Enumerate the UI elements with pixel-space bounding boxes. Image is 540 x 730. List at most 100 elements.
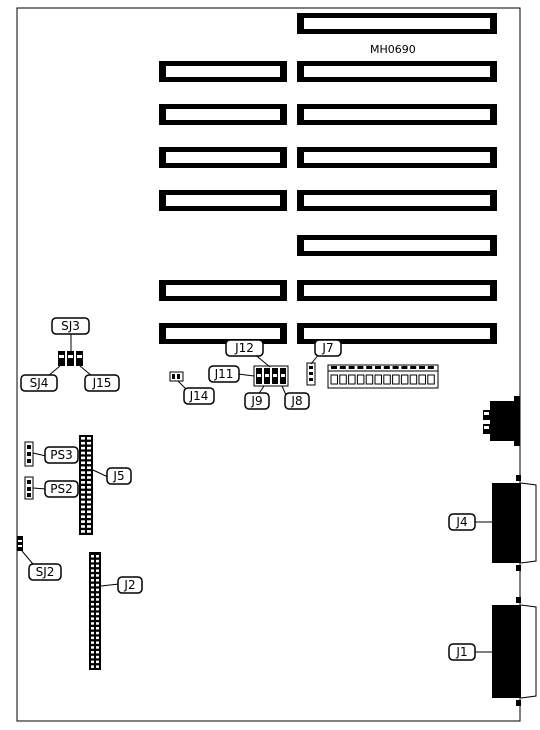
pin — [87, 441, 91, 445]
expansion-slots-left — [159, 61, 287, 344]
pin — [91, 627, 94, 630]
pin — [91, 555, 94, 558]
pin — [91, 617, 94, 620]
svg-text:PS3: PS3 — [50, 448, 73, 462]
pin — [81, 456, 85, 460]
pin — [87, 456, 91, 460]
pin — [81, 441, 85, 445]
pin — [96, 603, 99, 606]
svg-text:J9: J9 — [250, 394, 262, 408]
pin — [96, 579, 99, 582]
pin — [87, 461, 91, 465]
pin — [81, 490, 85, 494]
callout-j1: J1 — [448, 643, 476, 661]
pin — [91, 622, 94, 625]
jumper-sj2-block — [17, 536, 23, 551]
pin — [87, 471, 91, 474]
pin — [81, 510, 85, 514]
expansion-slot — [297, 280, 497, 301]
pin — [348, 366, 355, 369]
pin — [91, 607, 94, 611]
svg-text:J4: J4 — [455, 515, 467, 529]
pin — [91, 651, 94, 654]
callout-j15: J15 — [84, 374, 120, 392]
pin — [91, 636, 94, 640]
pin — [87, 486, 91, 489]
pin — [91, 665, 94, 668]
pin-header-j2 — [89, 552, 101, 670]
pin — [96, 655, 99, 659]
pin — [81, 520, 85, 523]
pin — [87, 500, 91, 504]
pin — [87, 495, 91, 499]
pin — [392, 374, 400, 385]
pin — [91, 574, 94, 577]
svg-text:J8: J8 — [290, 394, 302, 408]
pin — [91, 593, 94, 596]
connector-j1 — [492, 597, 537, 706]
board-outline — [16, 7, 521, 722]
pin — [91, 612, 94, 616]
svg-text:PS2: PS2 — [50, 482, 73, 496]
pin — [81, 525, 85, 528]
power-header-ps2 — [24, 476, 34, 500]
expansion-slot — [297, 13, 497, 34]
expansion-slot — [297, 235, 497, 256]
svg-text:J14: J14 — [189, 389, 209, 403]
pin — [81, 486, 85, 489]
pin — [96, 646, 99, 649]
jumper-j14-block — [169, 371, 184, 382]
pin — [96, 555, 99, 558]
pin — [81, 481, 85, 484]
pin — [87, 510, 91, 514]
board-model-label: MH0690 — [370, 43, 416, 56]
pin — [87, 490, 91, 494]
svg-text:J12: J12 — [234, 341, 254, 355]
pin — [96, 588, 99, 592]
jumper-cluster-sj3 — [58, 351, 83, 366]
expansion-slot — [297, 61, 497, 82]
svg-text:J7: J7 — [321, 341, 333, 355]
pin — [87, 466, 91, 469]
pin — [383, 374, 391, 385]
svg-text:J5: J5 — [112, 469, 124, 483]
svg-text:J2: J2 — [123, 578, 135, 592]
pin — [91, 588, 94, 592]
pin — [87, 476, 91, 479]
pin — [96, 665, 99, 668]
pin — [87, 520, 91, 523]
pin — [96, 612, 99, 616]
pin — [401, 366, 408, 369]
pin — [96, 627, 99, 630]
pin — [91, 559, 94, 563]
dip-switch-bank — [327, 364, 439, 389]
pin — [81, 471, 85, 474]
pin — [96, 569, 99, 572]
pin — [339, 374, 347, 385]
svg-text:SJ4: SJ4 — [30, 376, 49, 390]
pin — [91, 569, 94, 572]
pin-header-j5 — [79, 435, 93, 535]
pin — [87, 437, 91, 440]
pin — [400, 374, 409, 385]
pin — [91, 631, 94, 635]
pin — [357, 366, 364, 369]
pin — [418, 374, 426, 385]
pin — [96, 559, 99, 563]
pin — [91, 603, 94, 606]
pin — [96, 622, 99, 625]
pin — [81, 495, 85, 499]
pin — [91, 583, 94, 587]
pin — [96, 651, 99, 654]
pin — [348, 374, 356, 385]
callout-j5: J5 — [106, 467, 132, 485]
expansion-slot — [297, 104, 497, 125]
expansion-slot — [297, 147, 497, 168]
callout-j8: J8 — [284, 392, 310, 410]
pin — [81, 505, 85, 509]
pin — [392, 366, 399, 369]
pin — [91, 564, 94, 568]
keyboard-connector — [483, 396, 520, 446]
jumper-j7-block — [306, 362, 316, 386]
